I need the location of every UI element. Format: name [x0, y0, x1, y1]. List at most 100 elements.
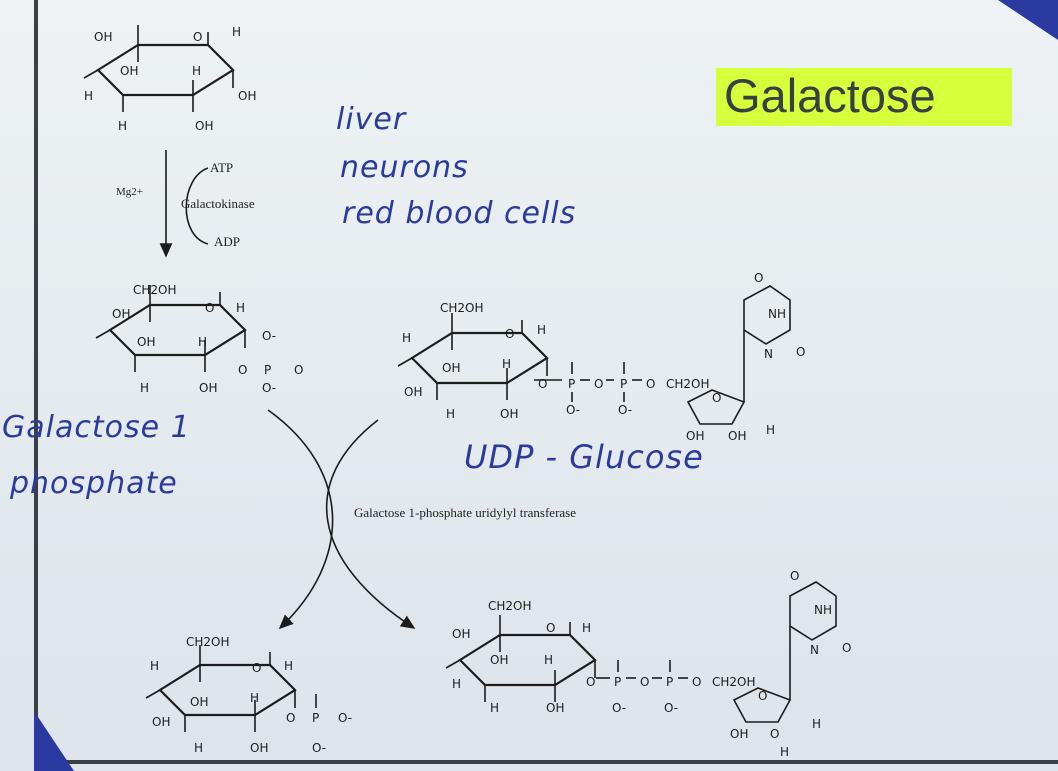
atom-label: H	[780, 745, 789, 759]
atom-label: O	[758, 689, 767, 703]
atom-label: OH	[500, 407, 518, 421]
atom-label: H	[150, 659, 159, 673]
atom-label: H	[84, 89, 93, 103]
atom-label: OH	[238, 89, 256, 103]
slide-left-border	[34, 0, 38, 771]
transferase-label: Galactose 1-phosphate uridylyl transfera…	[354, 505, 577, 520]
atom-label: OH	[199, 381, 217, 395]
atom-label: O	[796, 345, 805, 359]
atom-label: O	[205, 301, 214, 315]
corner-accent-top-right	[998, 0, 1058, 40]
atom-label: H	[502, 357, 511, 371]
atom-label: H	[250, 691, 259, 705]
atom-label: H	[236, 301, 245, 315]
atom-label: O	[505, 327, 514, 341]
atom-label: O	[646, 377, 655, 391]
atom-label: OH	[452, 627, 470, 641]
atom-label: H	[812, 717, 821, 731]
atom-label: O-	[262, 381, 276, 395]
atom-label: O-	[612, 701, 626, 715]
atom-label: CH2OH	[133, 283, 177, 297]
atom-label: O-	[338, 711, 352, 725]
atom-label: H	[582, 621, 591, 635]
atom-label: O-	[262, 329, 276, 343]
atom-label: H	[766, 423, 775, 437]
atom-label: P	[620, 377, 627, 391]
atom-label: O	[640, 675, 649, 689]
atom-label: OH	[404, 385, 422, 399]
atom-label: H	[140, 381, 149, 395]
atom-label: H	[490, 701, 499, 715]
arc-to-glucose-1-phosphate	[267, 409, 334, 630]
atom-label: O	[286, 711, 295, 725]
atom-label: P	[614, 675, 621, 689]
atom-label: NH	[814, 603, 832, 617]
arc-to-udp-galactose	[325, 419, 416, 629]
cofactor-curved-arrow	[185, 167, 209, 245]
atom-label: O	[538, 377, 547, 391]
atom-label: H	[446, 407, 455, 421]
title-highlight	[716, 68, 1012, 126]
slide-title: Galactose	[724, 69, 936, 122]
atom-label: O	[770, 727, 779, 741]
atom-label: OH	[250, 741, 268, 755]
atom-label: CH2OH	[488, 599, 532, 613]
atom-label: OH	[728, 429, 746, 443]
atom-label: OH	[112, 307, 130, 321]
atom-label: O-	[618, 403, 632, 417]
handwritten-galactose1-label: Galactose 1	[2, 410, 191, 445]
atom-label: OH	[546, 701, 564, 715]
atom-label: OH	[152, 715, 170, 729]
atom-label: P	[264, 363, 271, 377]
atom-label: CH2OH	[666, 377, 710, 391]
atom-label: NH	[768, 307, 786, 321]
atom-label: O	[790, 569, 799, 583]
handwritten-udp-glucose-label: UDP - Glucose	[464, 438, 704, 476]
atom-label: CH2OH	[712, 675, 756, 689]
atom-label: O-	[566, 403, 580, 417]
atom-label: H	[194, 741, 203, 755]
atom-label: OH	[442, 361, 460, 375]
atom-label: CH2OH	[186, 635, 230, 649]
atom-label: OH	[137, 335, 155, 349]
atom-label: O	[754, 271, 763, 285]
atom-label: O	[692, 675, 701, 689]
atom-label: H	[284, 659, 293, 673]
galactokinase-label: Galactokinase	[181, 196, 255, 211]
udp-glucose-structure: CH2OH H O H OH H OH H OH O P O P O CH2OH…	[396, 271, 805, 443]
adp-label: ADP	[214, 234, 241, 249]
atom-label: O	[842, 641, 851, 655]
atom-label: O	[712, 391, 721, 405]
atom-label: O	[586, 675, 595, 689]
galactose-1-phosphate-structure: CH2OH OH O H OH H H OH O P O O- O-	[94, 283, 303, 395]
atom-label: OH	[94, 30, 112, 44]
atom-label: P	[568, 377, 575, 391]
atom-label: O	[238, 363, 247, 377]
atom-label: H	[192, 64, 201, 78]
atom-label: O	[294, 363, 303, 377]
handwritten-phosphate-label: phosphate	[10, 466, 178, 501]
atom-label: O	[252, 661, 261, 675]
atom-label: P	[312, 711, 319, 725]
cofactor-label: Mg2+	[116, 186, 143, 198]
handwritten-tissue-rbc: red blood cells	[342, 196, 577, 231]
udp-galactose-structure: CH2OH OH O H OH H H H OH O P O P O CH2OH…	[444, 569, 851, 759]
atom-label: O	[546, 621, 555, 635]
atom-label: O	[594, 377, 603, 391]
atom-label: OH	[490, 653, 508, 667]
atom-label: O-	[664, 701, 678, 715]
atp-label: ATP	[210, 160, 234, 175]
atom-label: H	[402, 331, 411, 345]
galactose-structure: OH O H OH H H OH H OH	[82, 23, 256, 133]
atom-label: OH	[686, 429, 704, 443]
atom-label: N	[810, 643, 819, 657]
atom-label: H	[232, 25, 241, 39]
atom-label: N	[764, 347, 773, 361]
atom-label: H	[452, 677, 461, 691]
atom-label: H	[537, 323, 546, 337]
atom-label: OH	[195, 119, 213, 133]
atom-label: CH2OH	[440, 301, 484, 315]
atom-label: O	[193, 30, 202, 44]
